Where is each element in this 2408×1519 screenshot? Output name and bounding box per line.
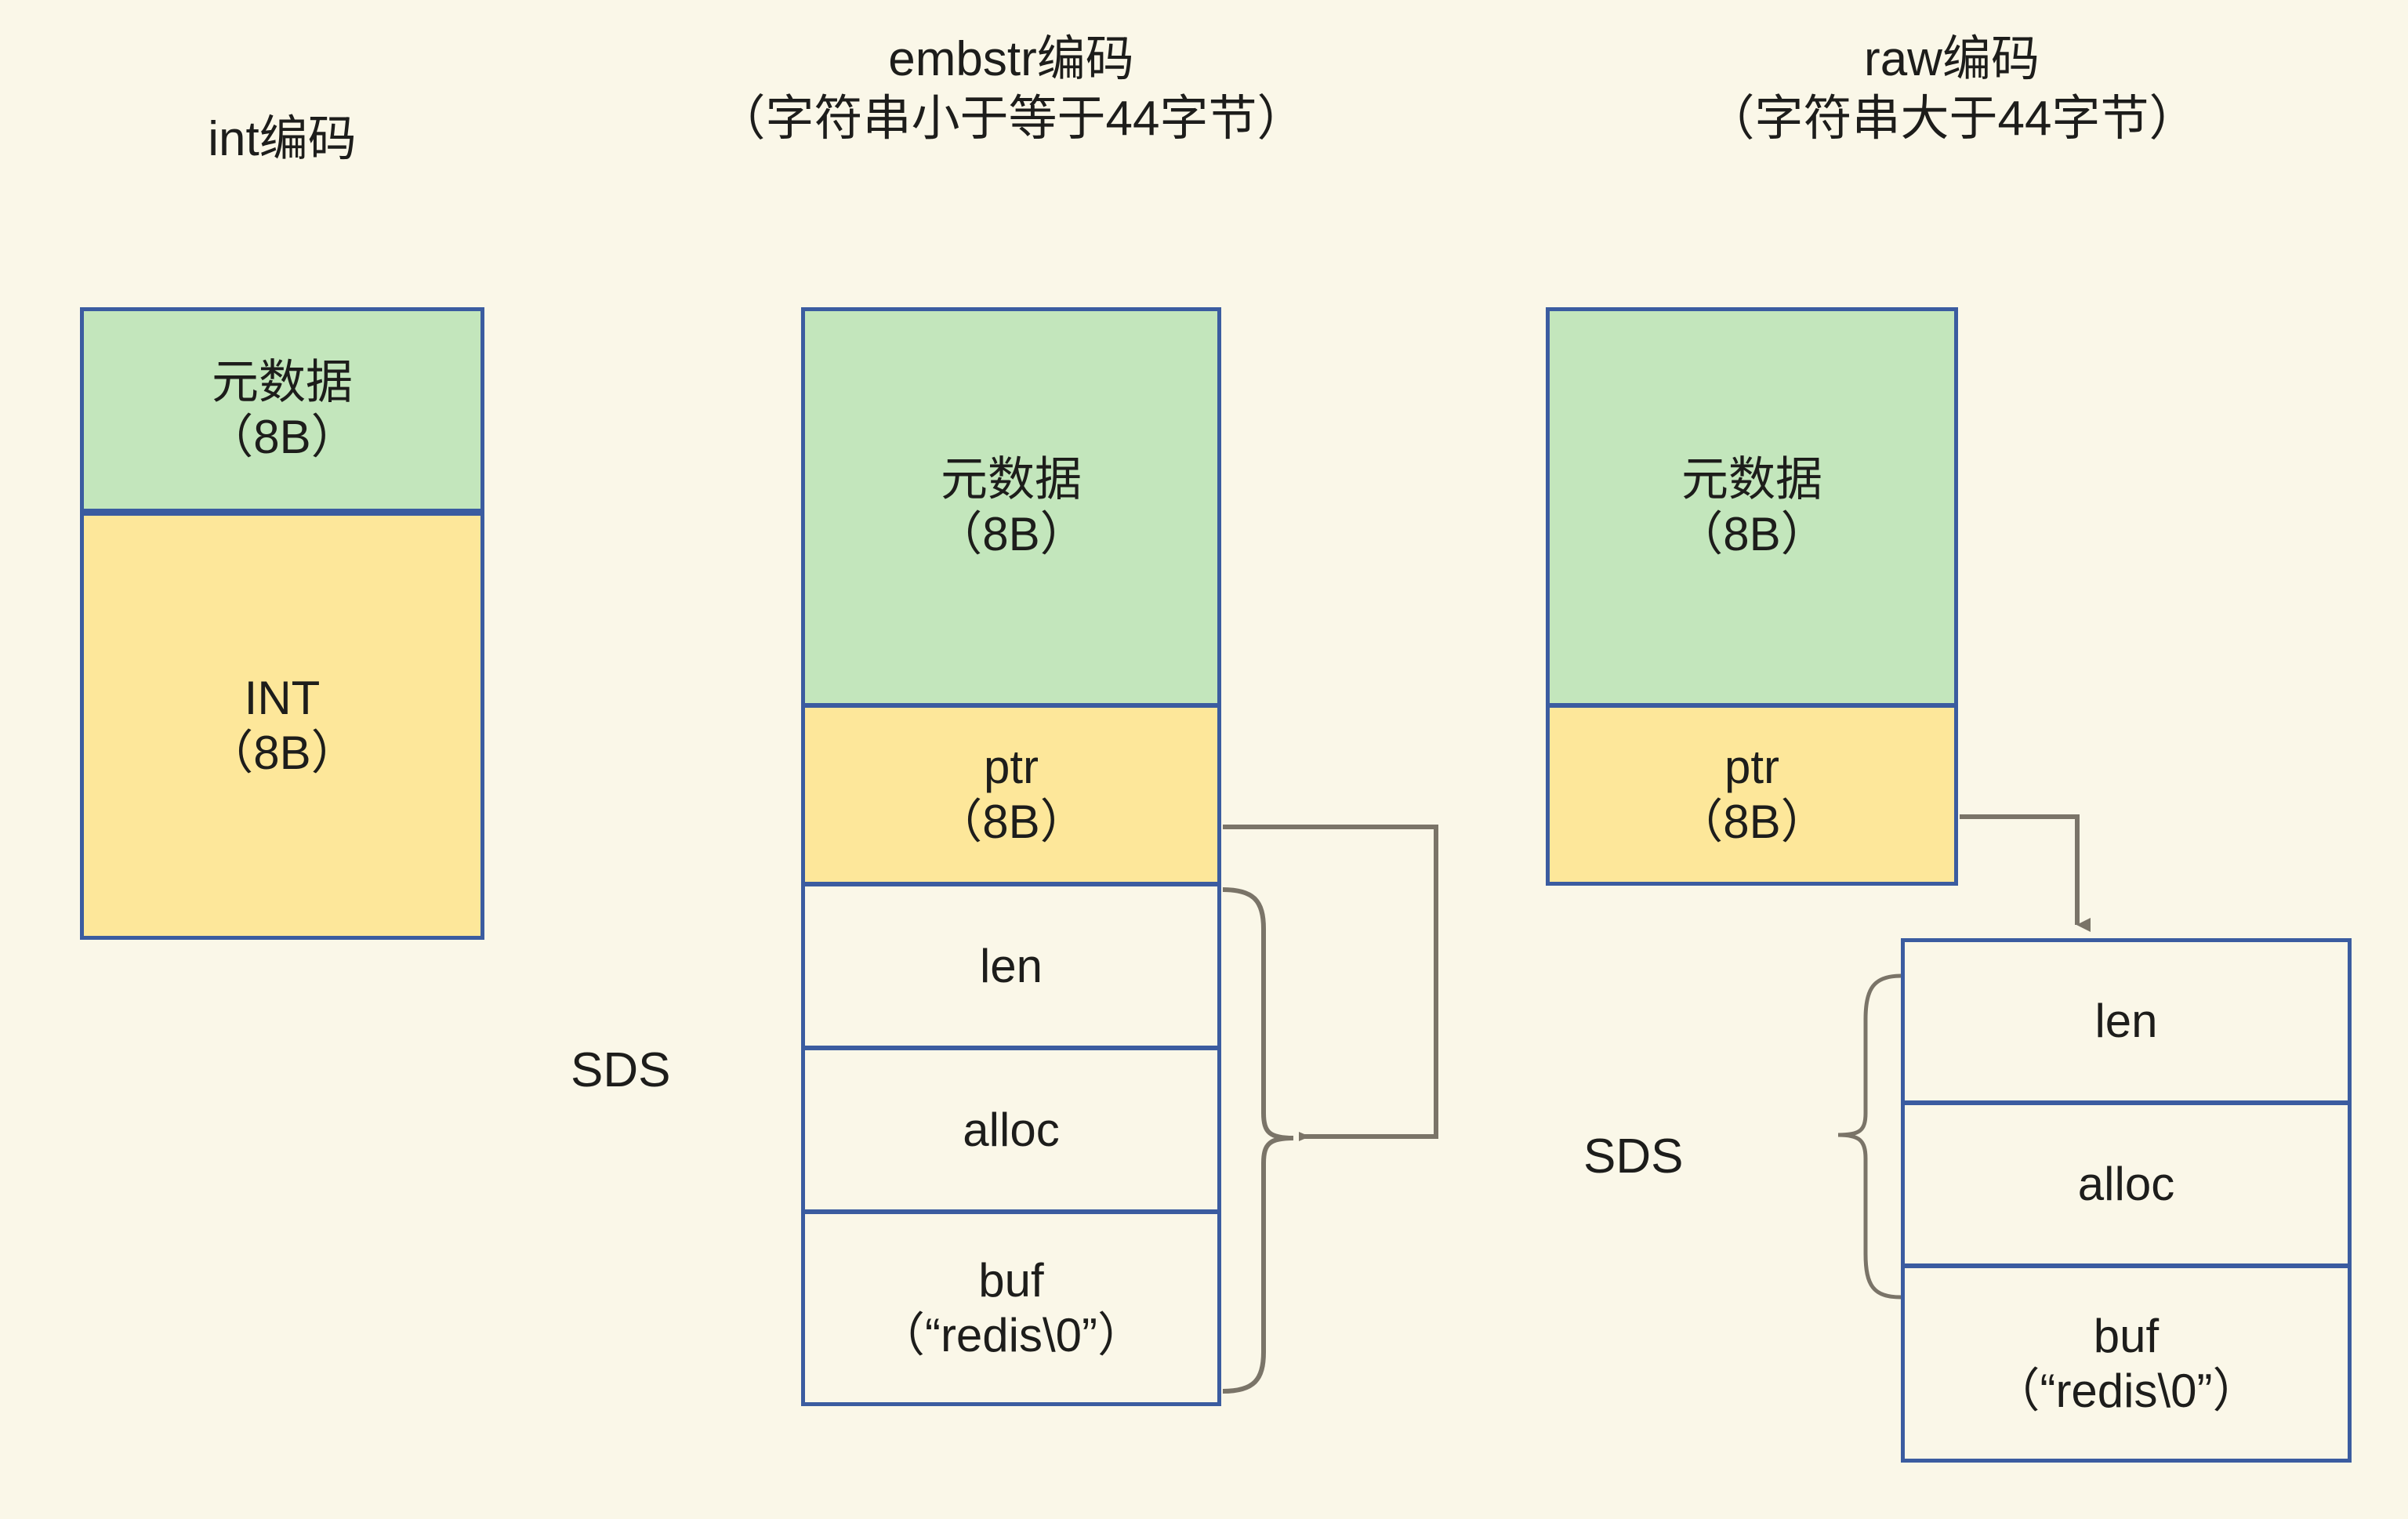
block-raw-buf: buf （“redis\0”） [1901, 1264, 2352, 1463]
block-raw-buf-value: （“redis\0”） [1993, 1364, 2260, 1417]
block-embstr-metadata-size: （8B） [935, 508, 1087, 560]
block-embstr-buf-value: （“redis\0”） [877, 1309, 1145, 1361]
block-int-metadata-label: 元数据 [211, 356, 353, 409]
block-raw-metadata-size: （8B） [1676, 508, 1828, 560]
embstr-sds-brace [1222, 887, 1294, 1394]
block-int-value-label: INT [244, 672, 321, 725]
heading-raw-line-1: raw编码 [1864, 32, 2040, 86]
block-embstr-ptr: ptr （8B） [801, 704, 1221, 886]
block-int-value: INT （8B） [80, 513, 484, 940]
block-raw-ptr-size: （8B） [1676, 796, 1828, 848]
block-raw-len-label: len [2094, 995, 2158, 1048]
block-embstr-len: len [801, 883, 1221, 1050]
block-embstr-ptr-label: ptr [983, 741, 1039, 794]
heading-raw-line-2: （字符串大于44字节） [1706, 91, 2198, 146]
heading-raw-encoding: raw编码 （字符串大于44字节） [1513, 30, 2391, 148]
heading-embstr-line-1: embstr编码 [888, 32, 1134, 86]
heading-embstr-encoding: embstr编码 （字符串小于等于44字节） [541, 30, 1481, 148]
block-raw-metadata-label: 元数据 [1681, 453, 1822, 506]
block-raw-alloc-label: alloc [2077, 1158, 2175, 1211]
block-embstr-buf: buf （“redis\0”） [801, 1210, 1221, 1406]
block-raw-alloc: alloc [1901, 1101, 2352, 1267]
block-embstr-ptr-size: （8B） [935, 796, 1087, 848]
block-raw-ptr-label: ptr [1724, 741, 1779, 794]
block-embstr-len-label: len [979, 939, 1043, 992]
sds-label-embstr: SDS [571, 1043, 671, 1097]
heading-int-line-1: int编码 [208, 112, 357, 166]
block-raw-buf-label: buf [2093, 1309, 2160, 1362]
block-raw-len: len [1901, 938, 2352, 1104]
sds-label-raw: SDS [1583, 1129, 1684, 1184]
block-int-value-size: （8B） [206, 727, 358, 779]
heading-embstr-line-2: （字符串小于等于44字节） [716, 91, 1306, 146]
block-embstr-alloc-label: alloc [963, 1103, 1060, 1156]
block-embstr-metadata-label: 元数据 [940, 453, 1082, 506]
block-int-metadata: 元数据 （8B） [80, 307, 484, 513]
heading-int-encoding: int编码 [78, 110, 486, 169]
block-int-metadata-size: （8B） [206, 411, 358, 463]
block-embstr-metadata: 元数据 （8B） [801, 307, 1221, 707]
block-embstr-alloc: alloc [801, 1046, 1221, 1213]
block-raw-metadata: 元数据 （8B） [1546, 307, 1958, 707]
raw-ptr-arrow [1960, 814, 2091, 932]
block-embstr-buf-label: buf [978, 1254, 1044, 1307]
embstr-ptr-arrow [1223, 825, 1438, 1141]
raw-sds-brace [1837, 973, 1902, 1300]
block-raw-ptr: ptr （8B） [1546, 704, 1958, 886]
